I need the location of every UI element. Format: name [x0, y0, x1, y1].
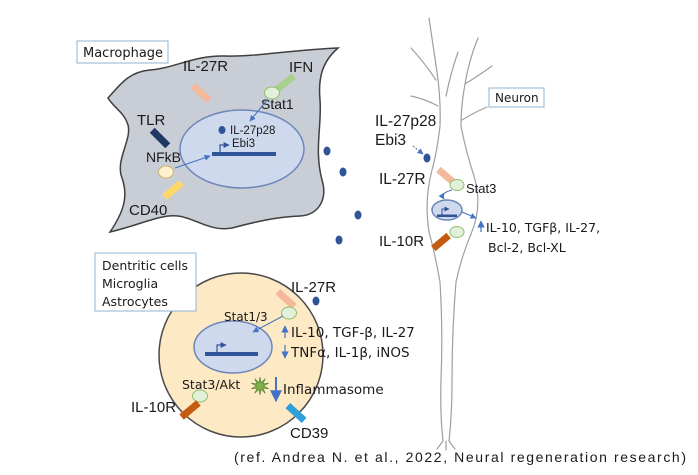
- macrophage-title-box: [76, 40, 169, 64]
- stat1-label: Stat1: [261, 96, 294, 112]
- ligand-to-dot-arrow: [412, 145, 424, 155]
- glia-upregulated: IL-10, TGF-β, IL-27: [291, 325, 415, 341]
- macrophage-title: Macrophage: [83, 46, 163, 61]
- macrophage-gene-il27p28-label: IL-27p28: [230, 125, 275, 137]
- stat13-label: Stat1/3: [224, 310, 268, 324]
- nfkb-protein-icon: [158, 165, 174, 179]
- secreted-il27-dots: [312, 146, 362, 306]
- nucleus-output-arrow: [461, 211, 477, 219]
- cd40-label: CD40: [129, 202, 167, 219]
- neuron-dendrite: [445, 51, 459, 97]
- il27-dot-icon: [323, 146, 331, 156]
- glia-downregulated: TNFα, IL-1β, iNOS: [290, 345, 410, 361]
- il27-dot-icon: [312, 296, 320, 306]
- glia-il10r-label: IL-10R: [131, 399, 176, 416]
- ifn-receptor-icon: [274, 73, 296, 93]
- neuron-upregulated-line-1: IL-10, TGFβ, IL-27,: [486, 220, 600, 235]
- glia-il27r-receptor-icon: [275, 289, 297, 309]
- axon-terminal: [436, 440, 456, 451]
- inflammasome-label: Inflammasome: [283, 382, 384, 398]
- promoter-arrow-icon: [219, 142, 230, 152]
- stat3-to-nucleus-arrow: [438, 189, 453, 200]
- neuron-il27-dot-icon: [423, 153, 431, 163]
- ifn-label: IFN: [289, 59, 313, 76]
- neuron-title-box: [488, 87, 545, 108]
- stat3-label: Stat3: [466, 181, 496, 196]
- il27-dot-icon: [339, 167, 347, 177]
- neuron-title: Neuron: [495, 91, 539, 105]
- neuron-upregulated-line-2: Bcl-2, Bcl-XL: [488, 240, 566, 255]
- stat3-akt-protein-icon: [192, 389, 208, 403]
- neuron-dendrite: [464, 65, 493, 85]
- stat13-to-nucleus-arrow: [252, 315, 284, 333]
- stat1-protein-icon: [264, 86, 280, 100]
- glia-il27r-label: IL-27R: [291, 279, 336, 296]
- neuron-il27r-label: IL-27R: [379, 171, 426, 188]
- tlr-label: TLR: [137, 112, 166, 129]
- glia-title-box: [94, 252, 197, 312]
- il27p28-dot-icon: [218, 126, 226, 134]
- macrophage-gene-ebi3-label: Ebi3: [232, 138, 255, 150]
- stat1-to-nucleus-arrow: [249, 99, 268, 122]
- cd40-receptor-icon: [162, 180, 184, 200]
- nfkb-label: NFkB: [146, 149, 181, 165]
- promoter-arrow-icon: [216, 342, 227, 352]
- neuron-ligand-ebi3-label: Ebi3: [375, 132, 406, 149]
- il27-dot-icon: [335, 235, 343, 245]
- cell-type-astrocytes: Astrocytes: [102, 294, 168, 309]
- il27-dot-icon: [354, 210, 362, 220]
- inflammasome-star-icon: [251, 376, 269, 396]
- neuron-il10r-label: IL-10R: [379, 233, 424, 250]
- macrophage-il27r-label: IL-27R: [183, 58, 228, 75]
- neuron-dendrite: [410, 47, 437, 81]
- neuron-dendrite: [410, 95, 439, 107]
- cd39-receptor-icon: [285, 403, 307, 423]
- cell-type-dendritic: Dentritic cells: [102, 258, 188, 273]
- neuron-il10r-receptor-icon: [431, 232, 451, 252]
- gene-bar: [437, 214, 457, 217]
- nfkb-to-nucleus-arrow: [174, 154, 211, 169]
- neuron-outline-left: [426, 17, 444, 442]
- neuron-ligand-il27p28-label: IL-27p28: [375, 113, 436, 130]
- tlr-receptor-icon: [149, 127, 171, 149]
- glia-il10r-receptor-icon: [179, 400, 201, 420]
- macrophage-group: IL-27p28 Ebi3 IL-27R IFN Stat1 TLR NFkB …: [107, 47, 341, 234]
- citation: (ref. Andrea N. et al., 2022, Neural reg…: [234, 449, 686, 465]
- neuron-outline-right: [448, 37, 479, 442]
- stat13-protein-icon: [281, 306, 297, 320]
- neuron-dendrite: [461, 106, 488, 121]
- cell-type-microglia: Microglia: [102, 276, 158, 291]
- cd39-label: CD39: [290, 425, 328, 442]
- neuron-group: IL-27p28 Ebi3 IL-27R Stat3 IL-10R IL-10,…: [375, 17, 600, 451]
- stat3-protein-icon: [449, 179, 465, 191]
- il10r-stat-protein-icon: [449, 226, 465, 238]
- stat3-akt-label: Stat3/Akt: [182, 377, 240, 392]
- gene-bar: [212, 152, 276, 156]
- glia-group: IL-27R Stat1/3 IL-10, TGF-β, IL-27 TNFα,…: [131, 272, 415, 442]
- glia-nucleus: [193, 320, 273, 374]
- macrophage-il27r-receptor-icon: [190, 83, 212, 103]
- promoter-arrow-icon: [441, 206, 450, 215]
- neuron-il27r-receptor-icon: [436, 166, 456, 186]
- macrophage-nucleus: [179, 109, 305, 189]
- gene-bar: [205, 352, 258, 356]
